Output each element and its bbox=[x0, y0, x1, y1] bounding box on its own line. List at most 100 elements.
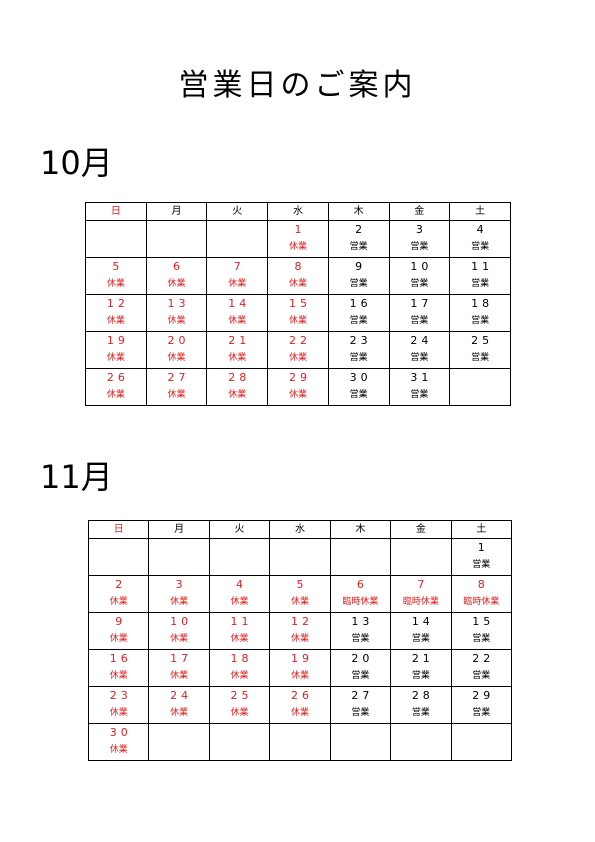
empty-day-cell bbox=[390, 723, 452, 761]
day-status: 休業 bbox=[230, 671, 249, 681]
empty-day-cell bbox=[85, 220, 147, 258]
empty-day-cell bbox=[145, 220, 208, 258]
day-number: 9 bbox=[355, 260, 367, 273]
day-cell: 24 営業 bbox=[388, 331, 451, 369]
day-status: 営業 bbox=[472, 708, 491, 718]
day-number: 10 bbox=[410, 260, 433, 273]
day-status: 営業 bbox=[411, 671, 430, 681]
empty-day-cell bbox=[329, 723, 392, 761]
day-number: 12 bbox=[106, 297, 129, 310]
day-status: 営業 bbox=[410, 353, 429, 363]
day-status: 休業 bbox=[167, 279, 186, 289]
weekday-header-row: 日月火水木金土 bbox=[85, 202, 511, 221]
day-number: 21 bbox=[411, 652, 434, 665]
day-number: 1 bbox=[294, 223, 306, 236]
day-number: 29 bbox=[472, 689, 495, 702]
day-status: 休業 bbox=[109, 671, 128, 681]
day-number: 3 bbox=[175, 578, 187, 591]
day-status: 休業 bbox=[170, 708, 189, 718]
day-cell: 5 休業 bbox=[269, 575, 331, 613]
day-number: 27 bbox=[167, 371, 190, 384]
day-number: 27 bbox=[351, 689, 374, 702]
day-status: 休業 bbox=[170, 597, 189, 607]
day-number: 3 bbox=[415, 223, 427, 236]
day-status: 営業 bbox=[471, 353, 490, 363]
day-number: 16 bbox=[109, 652, 132, 665]
day-number: 24 bbox=[410, 334, 433, 347]
day-status: 休業 bbox=[290, 597, 309, 607]
day-number: 10 bbox=[170, 615, 193, 628]
day-number: 22 bbox=[288, 334, 311, 347]
day-status: 休業 bbox=[230, 597, 249, 607]
empty-day-cell bbox=[208, 538, 271, 576]
day-status: 臨時休業 bbox=[463, 597, 500, 607]
page-title: 営業日のご案内 bbox=[178, 68, 417, 103]
day-status: 営業 bbox=[411, 708, 430, 718]
day-status: 休業 bbox=[109, 634, 128, 644]
day-number: 26 bbox=[290, 689, 313, 702]
day-status: 臨時休業 bbox=[402, 597, 439, 607]
day-number: 5 bbox=[296, 578, 308, 591]
day-number: 9 bbox=[115, 615, 127, 628]
day-number: 6 bbox=[356, 578, 368, 591]
day-status: 休業 bbox=[106, 353, 125, 363]
day-number: 25 bbox=[471, 334, 494, 347]
day-cell: 3 休業 bbox=[148, 575, 210, 613]
day-number: 13 bbox=[351, 615, 374, 628]
day-status: 営業 bbox=[471, 279, 490, 289]
day-number: 22 bbox=[472, 652, 495, 665]
day-status: 営業 bbox=[471, 316, 490, 326]
weekday-label: 月 bbox=[148, 520, 210, 539]
day-number: 18 bbox=[230, 652, 253, 665]
day-status: 休業 bbox=[290, 708, 309, 718]
day-status: 休業 bbox=[109, 708, 128, 718]
day-cell: 18 休業 bbox=[208, 649, 271, 687]
day-number: 8 bbox=[477, 578, 489, 591]
weekday-header-row: 日月火水木金土 bbox=[87, 520, 513, 539]
day-number: 15 bbox=[472, 615, 495, 628]
day-number: 24 bbox=[170, 689, 193, 702]
day-status: 営業 bbox=[410, 279, 429, 289]
day-number: 21 bbox=[228, 334, 251, 347]
day-number: 17 bbox=[410, 297, 433, 310]
weekday-label: 日 bbox=[85, 202, 147, 221]
day-number: 2 bbox=[355, 223, 367, 236]
day-number: 28 bbox=[228, 371, 251, 384]
weekday-label: 木 bbox=[329, 520, 392, 539]
day-status: 営業 bbox=[472, 560, 491, 570]
day-number: 30 bbox=[349, 371, 372, 384]
